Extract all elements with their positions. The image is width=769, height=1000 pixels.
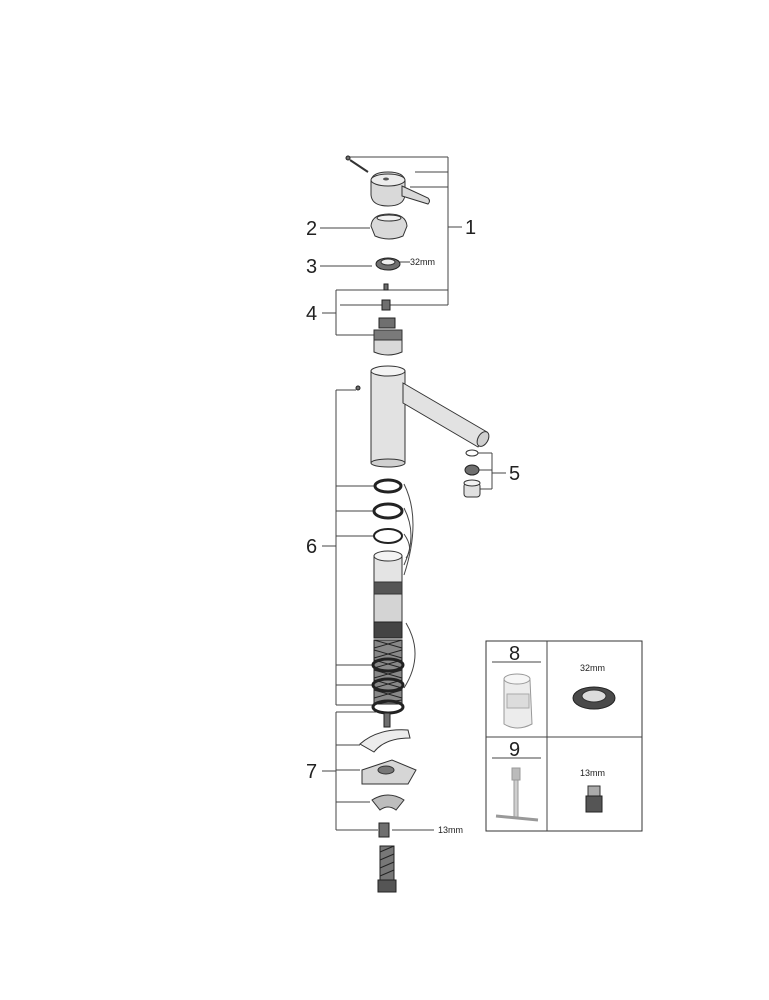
spline-adapter-icon: [381, 283, 391, 311]
bracket-group-4: [322, 289, 384, 336]
callout-7: 7: [306, 761, 317, 783]
ring-nut-icon: [375, 257, 410, 271]
o-rings-upper-icon: [372, 478, 404, 544]
dimension-hex-bottom: 13mm: [438, 825, 463, 835]
callout-6: 6: [306, 536, 317, 558]
dimension-ring-nut: 32mm: [410, 257, 435, 267]
assembly-arrows: [403, 483, 416, 689]
callout-1: 1: [465, 217, 476, 239]
ring-nut-tool-icon: [572, 686, 616, 710]
callout-4: 4: [306, 303, 317, 325]
bracket-group-7: [322, 711, 378, 831]
cap-icon: [370, 213, 408, 240]
callout-8: 8: [509, 643, 520, 665]
dimension-tool-9: 13mm: [580, 768, 605, 778]
sleeve-icon: [373, 550, 403, 639]
faucet-body-icon: [370, 365, 490, 468]
handle-lever-icon: [370, 171, 430, 207]
t-key-tool-icon: [495, 767, 539, 822]
dimension-tool-8: 32mm: [580, 663, 605, 673]
supply-hose-icon: [377, 845, 397, 893]
callout-3: 3: [306, 256, 317, 278]
callout-2: 2: [306, 218, 317, 240]
grub-screw-icon: [345, 155, 369, 173]
bracket-group-1: [340, 156, 462, 306]
aerator-icon: [463, 449, 481, 498]
bracket-group-5: [478, 452, 506, 490]
fixing-set-icon: [359, 712, 434, 838]
cartridge-icon: [373, 317, 403, 356]
socket-tool-icon: [503, 673, 533, 729]
callout-5: 5: [509, 463, 520, 485]
bracket-group-6: [322, 389, 374, 706]
tools-table: 8 9 32mm 13mm: [485, 640, 643, 832]
hex-adapter-tool-icon: [585, 785, 603, 813]
callout-9: 9: [509, 739, 520, 761]
set-screw-icon: [355, 385, 361, 391]
